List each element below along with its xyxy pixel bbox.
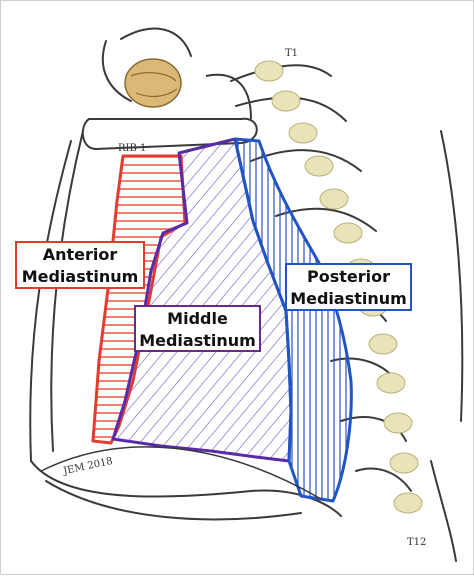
clavicle-head	[124, 58, 182, 108]
posterior-label-line-2: Mediastinum	[290, 289, 407, 308]
posterior-label-line-1: Posterior	[307, 267, 390, 286]
middle-mediastinum-label: Middle Mediastinum	[134, 305, 261, 352]
middle-label-line-2: Mediastinum	[139, 331, 256, 350]
anterior-label-line-2: Mediastinum	[21, 267, 139, 286]
t12-label: T12	[407, 537, 427, 548]
t1-label: T1	[285, 48, 299, 59]
rib-1-label: RIB 1	[118, 143, 147, 154]
middle-label-line-1: Middle	[167, 309, 228, 328]
anterior-mediastinum-label: Anterior Mediastinum	[15, 241, 145, 289]
spine	[254, 60, 423, 514]
posterior-mediastinum-region	[233, 137, 353, 503]
diaphragm	[40, 446, 322, 500]
posterior-mediastinum-label: Posterior Mediastinum	[285, 263, 412, 311]
anterior-label-line-1: Anterior	[42, 245, 118, 264]
